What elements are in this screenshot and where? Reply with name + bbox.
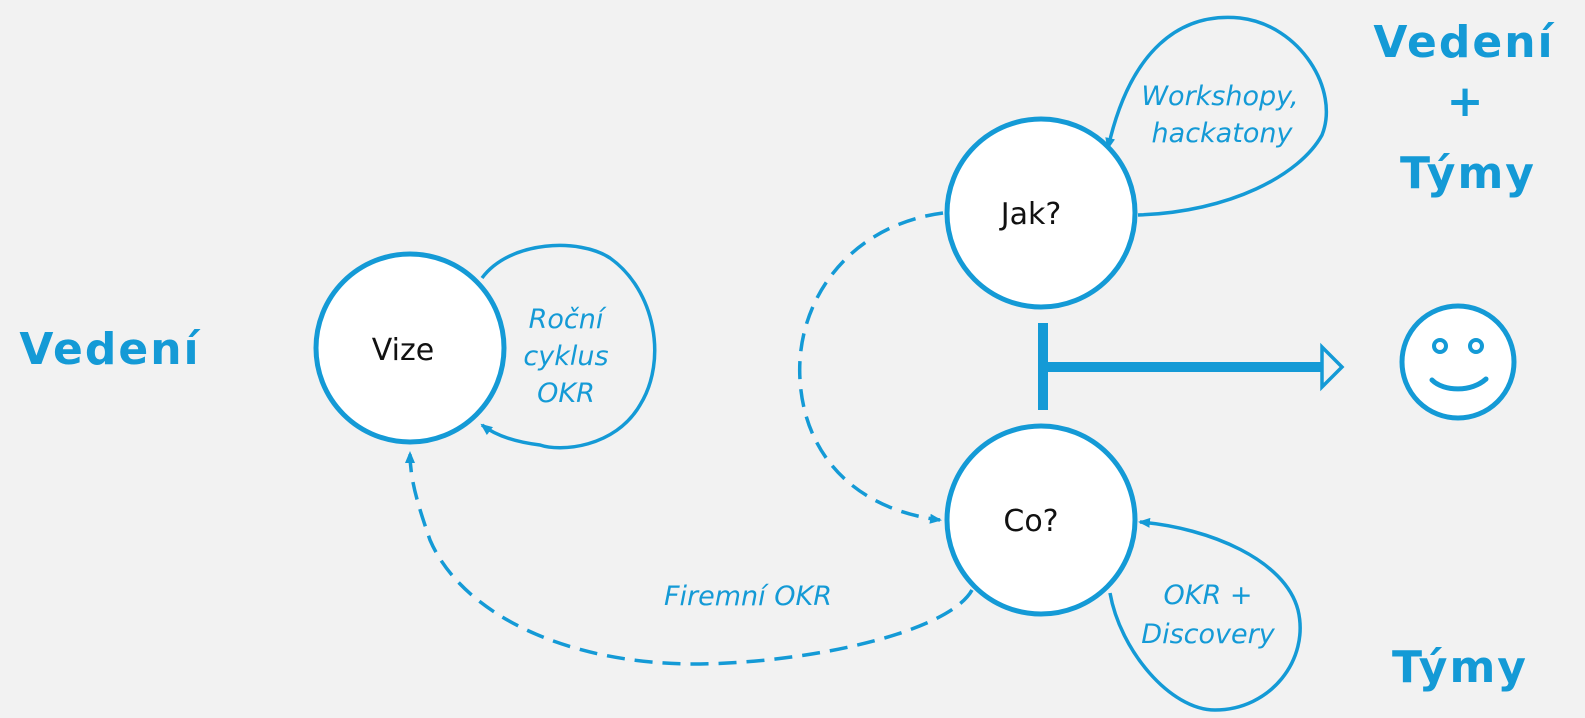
- edge-jak-to-co: [797, 211, 944, 524]
- edge-co-to-vize-label: Firemní OKR: [664, 581, 832, 612]
- co-loop-label: OKR + Discovery: [1141, 580, 1275, 650]
- jak-self-loop: [1105, 15, 1329, 217]
- node-jak: Jak?: [944, 116, 1138, 310]
- jak-loop-label: Workshopy, hackatony: [1141, 81, 1298, 149]
- node-co: Co?: [944, 423, 1138, 617]
- jak-loop-line2: hackatony: [1152, 118, 1294, 149]
- vize-loop-label: Roční cyklus OKR: [523, 304, 608, 409]
- edge-co-to-vize: [405, 451, 974, 666]
- co-loop-line1: OKR +: [1164, 580, 1253, 611]
- left-side-label: Vedení: [19, 324, 201, 375]
- jak-loop-line1: Workshopy,: [1141, 81, 1298, 112]
- node-vize: Vize: [313, 251, 507, 445]
- co-loop-line2: Discovery: [1141, 619, 1275, 650]
- vize-self-loop: [480, 243, 657, 450]
- node-co-label: Co?: [1003, 504, 1058, 539]
- top-right-label: Vedení + Týmy: [1373, 17, 1555, 199]
- smiley-face-icon: [1399, 303, 1517, 421]
- node-vize-label: Vize: [372, 333, 434, 368]
- vize-loop-line3: OKR: [537, 378, 595, 409]
- node-jak-label: Jak?: [999, 197, 1062, 232]
- top-right-line2: Týmy: [1400, 148, 1536, 199]
- vize-loop-line1: Roční: [529, 304, 607, 335]
- bottom-right-label: Týmy: [1392, 642, 1528, 693]
- t-bar-arrowhead: [1320, 342, 1345, 392]
- top-right-line1: Vedení: [1373, 17, 1555, 68]
- vize-loop-line2: cyklus: [523, 341, 608, 372]
- top-right-plus: +: [1447, 76, 1486, 127]
- co-self-loop: [1108, 517, 1302, 712]
